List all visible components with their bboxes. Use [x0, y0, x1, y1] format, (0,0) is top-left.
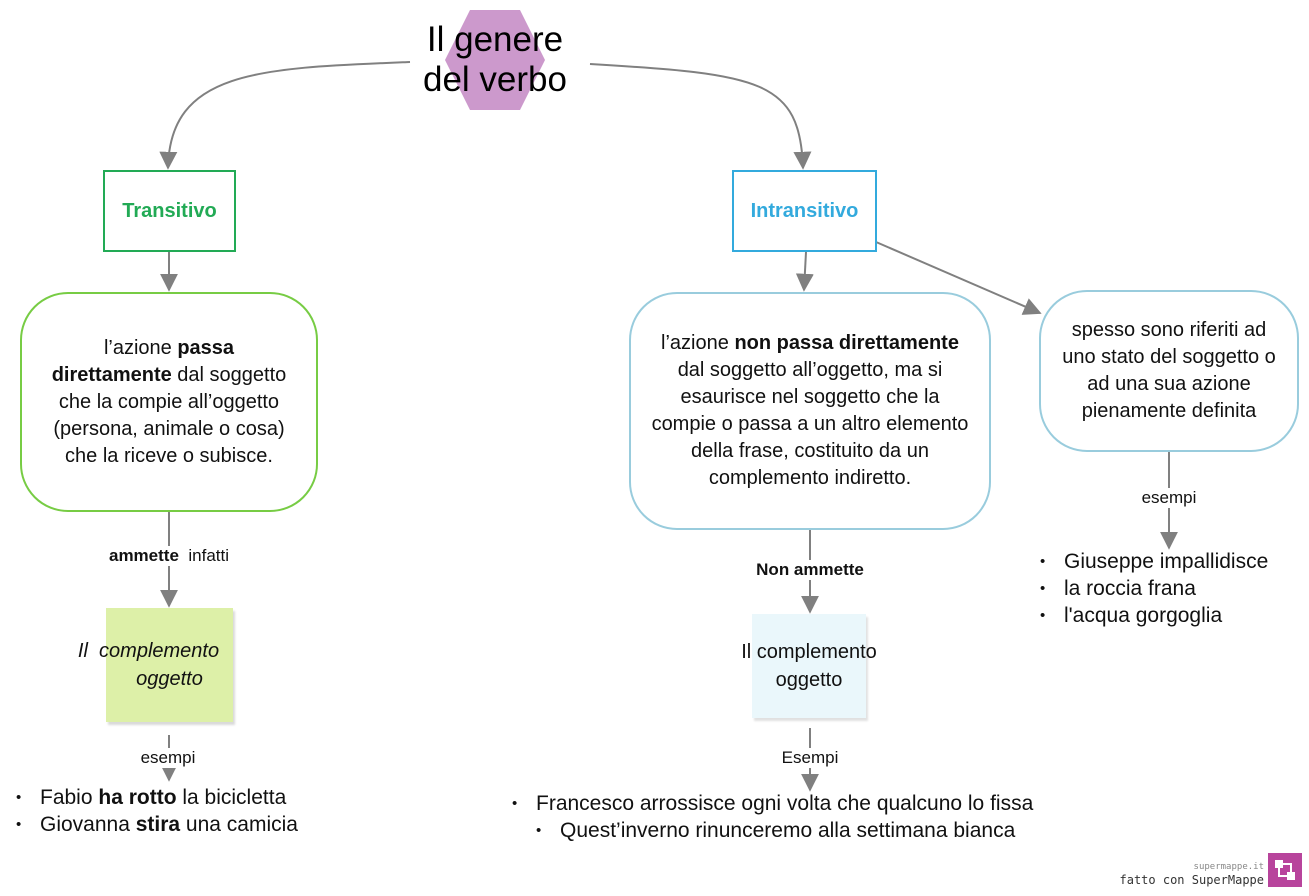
- connector-root-transitivo: [159, 61, 411, 170]
- side-examples-label: esempi: [1122, 488, 1216, 508]
- transitivo-link-label: ammette infatti: [90, 546, 248, 566]
- transitivo-description: l’azione passa direttamente dal soggetto…: [51, 336, 287, 467]
- transitivo-label: Transitivo: [122, 199, 217, 222]
- intransitivo-note-text: Il complemento oggetto: [741, 641, 877, 691]
- intransitivo-examples-list: Francesco arrossisce ogni volta che qual…: [512, 790, 1033, 844]
- list-item: Fabio ha rotto la bicicletta: [16, 784, 298, 811]
- intransitivo-side-bubble: spesso sono riferiti ad uno stato del so…: [1039, 290, 1299, 452]
- supermappe-logo-icon: [1268, 853, 1302, 887]
- connector-root-intransitivo: [589, 63, 812, 170]
- intransitivo-link-label: Non ammette: [735, 560, 885, 580]
- root-title-line1: Il genere: [426, 20, 564, 59]
- intransitivo-box: Intransitivo: [732, 170, 877, 252]
- transitivo-examples-label: esempi: [120, 748, 216, 768]
- intransitivo-note: Il complemento oggetto: [741, 614, 877, 718]
- intransitivo-description-bubble: l’azione non passa direttamente dal sogg…: [629, 292, 991, 530]
- connector-intransitivo-side: [875, 241, 1042, 315]
- side-examples-list: Giuseppe impallidisce la roccia frana l'…: [1040, 548, 1268, 629]
- transitivo-examples-list: Fabio ha rotto la bicicletta Giovanna st…: [16, 784, 298, 838]
- footer-site: supermappe.it: [1193, 862, 1264, 872]
- transitivo-description-bold: passa direttamente: [51, 336, 235, 386]
- list-item: Giovanna stira una camicia: [16, 811, 298, 838]
- list-item: Francesco arrossisce ogni volta che qual…: [512, 790, 1033, 817]
- list-item: Giuseppe impallidisce: [1040, 548, 1268, 575]
- intransitivo-description-bold: non passa direttamente: [734, 332, 959, 354]
- root-title-line2: del verbo: [423, 60, 567, 99]
- transitivo-description-bubble: l’azione passa direttamente dal soggetto…: [20, 292, 318, 512]
- intransitivo-description: l’azione non passa direttamente dal sogg…: [651, 332, 969, 489]
- list-item: la roccia frana: [1040, 575, 1268, 602]
- transitivo-note: Il complemento oggetto: [77, 608, 233, 722]
- list-item: Quest’inverno rinunceremo alla settimana…: [536, 817, 1033, 844]
- root-title: Il genere del verbo: [395, 20, 595, 100]
- transitivo-note-text: Il complemento oggetto: [77, 640, 220, 690]
- intransitivo-side-text: spesso sono riferiti ad uno stato del so…: [1062, 319, 1276, 422]
- transitivo-box: Transitivo: [103, 170, 236, 252]
- connector-intransitivo-desc: [795, 251, 814, 292]
- footer-credit: fatto con SuperMappe: [1119, 873, 1265, 887]
- intransitivo-examples-label: Esempi: [764, 748, 856, 768]
- list-item: l'acqua gorgoglia: [1040, 602, 1268, 629]
- intransitivo-label: Intransitivo: [750, 199, 859, 222]
